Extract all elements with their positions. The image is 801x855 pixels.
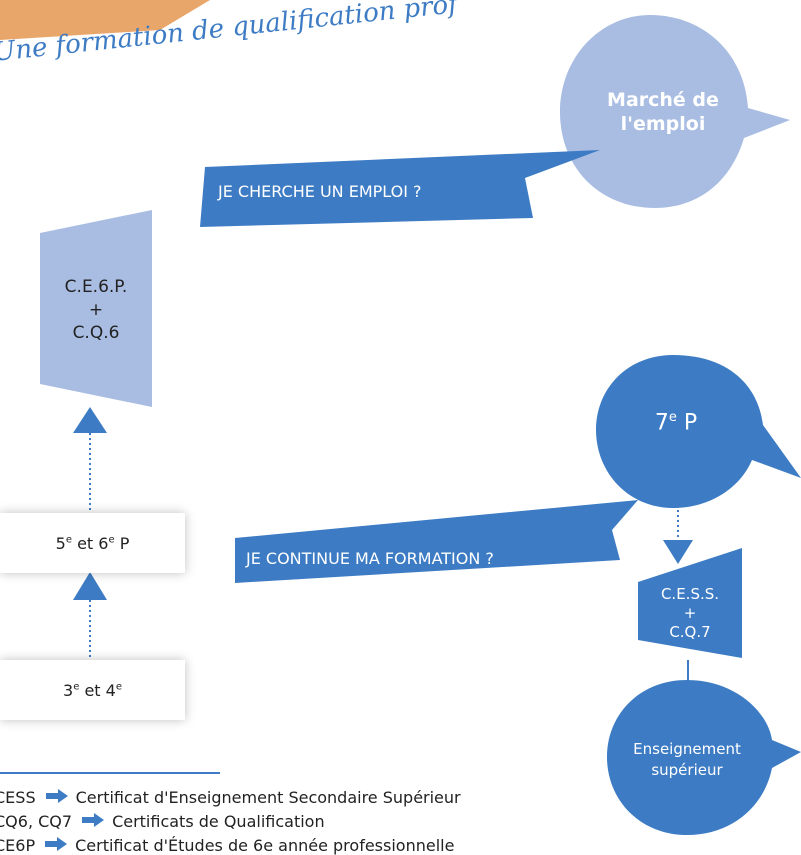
seventh-label: 7e P [596, 410, 756, 435]
higher-line1: Enseignement [633, 740, 741, 758]
cess-line1: C.E.S.S. [660, 585, 720, 603]
market-bubble [560, 15, 790, 208]
seventh-sup: e [668, 410, 677, 425]
seventh-bubble [596, 355, 801, 508]
down-arrow-to-cess [663, 540, 693, 564]
seventh-rest: P [676, 410, 698, 436]
cess-label: C.E.S.S. + C.Q.7 [638, 585, 742, 642]
y34-sb: e [115, 681, 122, 693]
years-5-6-box: 5e et 6e P [0, 513, 185, 573]
higher-line2: supérieur [651, 761, 723, 779]
y56-mid: et 6 [71, 533, 109, 553]
arrow-right-icon [45, 788, 68, 807]
job-search-banner [200, 150, 600, 227]
legend-definition: Certificats de Qualification [112, 812, 325, 831]
market-label: Marché de l'emploi [578, 88, 748, 136]
ce6p-label: C.E.6.P. + C.Q.6 [40, 276, 152, 345]
legend-row-ce6p: CE6P Certificat d'Études de 6e année pro… [0, 836, 454, 855]
continue-label: JE CONTINUE MA FORMATION ? [246, 549, 494, 568]
up-arrow-to-5-6 [73, 572, 107, 600]
ce6p-line1: C.E.6.P. [64, 277, 128, 297]
legend-definition: Certificat d'Enseignement Secondaire Sup… [75, 788, 461, 807]
arrow-right-icon [45, 836, 68, 855]
y56-a: 5 [55, 533, 66, 553]
up-arrow-to-ce6p [73, 407, 107, 433]
seventh-num: 7 [654, 410, 669, 436]
legend-term: CESS [0, 788, 36, 807]
cess-trapezoid [638, 548, 742, 658]
y56-sa: e [65, 534, 72, 546]
continue-banner [235, 500, 638, 583]
cess-line3: C.Q.7 [669, 623, 711, 641]
years-3-4-box: 3e et 4e [0, 660, 185, 720]
ce6p-line2: + [88, 300, 104, 320]
legend-term: CQ6, CQ7 [0, 812, 73, 831]
higher-ed-label: Enseignement supérieur [607, 739, 767, 781]
cess-line2: + [683, 604, 697, 622]
legend-term: CE6P [0, 836, 36, 855]
y34-a: 3 [63, 680, 74, 700]
legend-definition: Certificat d'Études de 6e année professi… [75, 836, 455, 855]
market-label-line2: l'emploi [620, 113, 706, 135]
higher-ed-bubble [607, 680, 801, 835]
y34-sa: e [73, 681, 80, 693]
y56-sb: e [108, 534, 115, 546]
years-5-6-label: 5e et 6e P [56, 534, 130, 553]
header-ribbon [0, 0, 210, 40]
ce6p-line3: C.Q.6 [72, 323, 120, 343]
years-3-4-label: 3e et 4e [63, 681, 122, 700]
ce6p-trapezoid [40, 210, 152, 407]
legend-row-cess: CESS Certificat d'Enseignement Secondair… [0, 788, 461, 807]
market-label-line1: Marché de [607, 89, 719, 111]
job-search-label: JE CHERCHE UN EMPLOI ? [218, 182, 422, 201]
y34-mid: et 4 [79, 680, 116, 700]
arrow-right-icon [82, 812, 105, 831]
y56-end: P [114, 533, 130, 553]
legend-row-cq: CQ6, CQ7 Certificats de Qualification [0, 812, 325, 831]
